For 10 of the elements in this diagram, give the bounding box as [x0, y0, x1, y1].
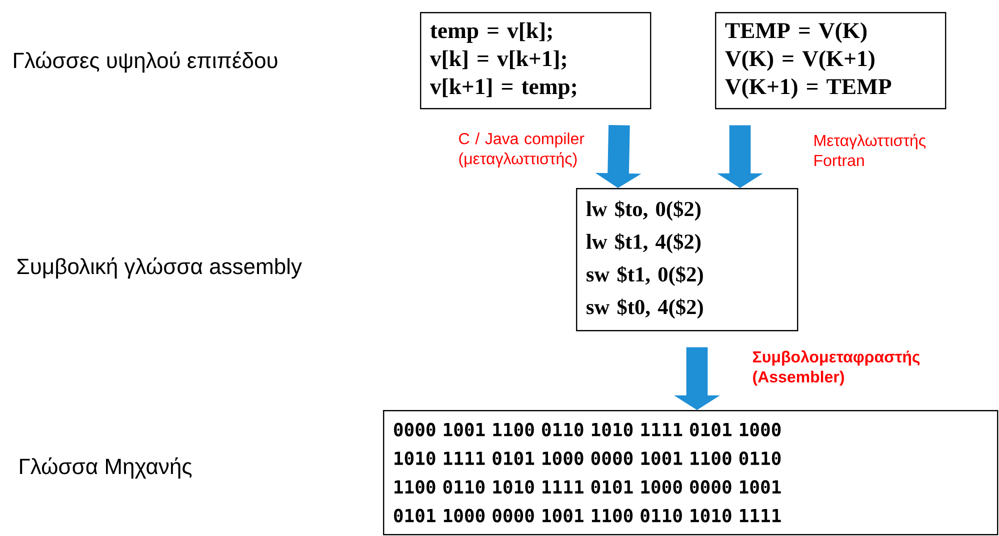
code-box: temp = v[k]; v[k] = v[k+1]; v[k+1] = temp;	[420, 12, 652, 110]
machine-code-box: 0000 1001 1100 0110 1010 1111 0101 1000 1010 1111 0101 1000 0000 1001 1100 0110 1100 0110 1010 1111 0101 1000 0000 1001 0101 1000 0000 1001 1100 0110 1010 1111	[383, 410, 998, 536]
code-box: TEMP = V(K) V(K) = V(K+1) V(K+1) = TEMP	[715, 12, 946, 110]
edge-label: Συμβολομεταφραστής (Assembler)	[752, 350, 920, 386]
code-box: lw $to, 0($2) lw $t1, 4($2) sw $t1, 0($2) sw $t0, 4($2)	[576, 188, 798, 332]
level-label: Συμβολική γλώσσα assembly	[17, 257, 302, 279]
edge-label: Μεταγλωττιστής Fortran	[814, 134, 926, 166]
level-label: Γλώσσα Μηχανής	[20, 457, 192, 479]
edge-label: C / Java compiler (μεταγλωττιστής)	[459, 132, 584, 168]
level-label: Γλώσσες υψηλού επιπέδου	[14, 51, 278, 73]
